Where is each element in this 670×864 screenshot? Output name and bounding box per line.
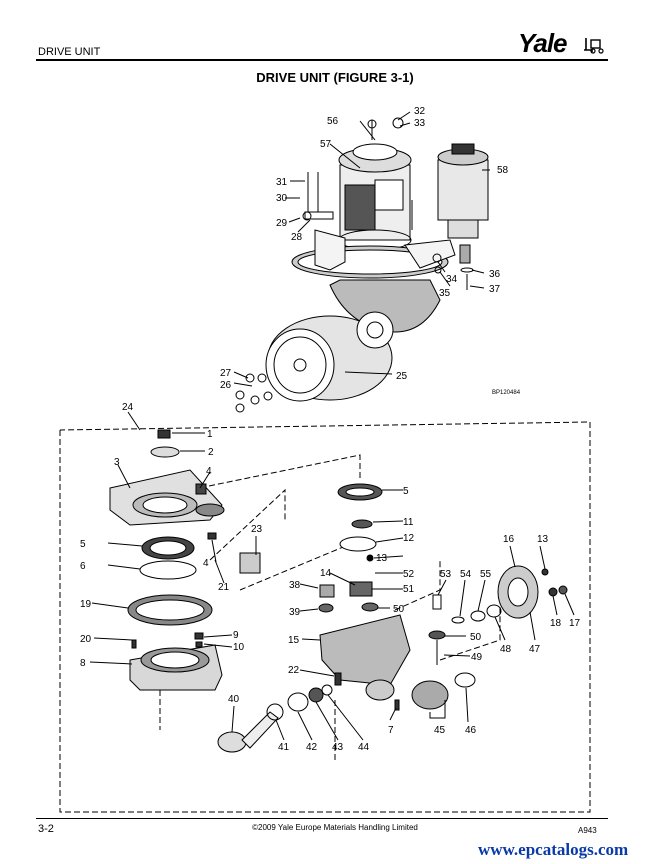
callout-50: 50: [470, 632, 482, 643]
callout-37: 37: [489, 284, 501, 295]
callout-26: 26: [220, 380, 232, 391]
callout-12: 12: [403, 533, 415, 544]
callout-47: 47: [529, 644, 541, 655]
forklift-icon: [584, 38, 604, 54]
callout-2: 2: [208, 447, 214, 458]
callout-32: 32: [414, 106, 426, 117]
callout-31: 31: [276, 177, 288, 188]
callout-53: 53: [440, 569, 452, 580]
callout-3: 3: [114, 457, 120, 468]
callout-43: 43: [332, 742, 344, 753]
callout-4: 4: [203, 558, 209, 569]
image-code: BP120484: [492, 390, 521, 396]
callout-49: 49: [471, 652, 483, 663]
callout-39: 39: [289, 607, 301, 618]
callout-52: 52: [403, 569, 415, 580]
bottom-center-stack: [318, 483, 411, 711]
callout-29: 29: [276, 218, 288, 229]
footer-rule: [36, 818, 608, 819]
callout-16: 16: [503, 534, 515, 545]
callout-20: 20: [80, 634, 92, 645]
callout-15: 15: [288, 635, 300, 646]
callout-34: 34: [446, 274, 458, 285]
callout-10: 10: [233, 642, 245, 653]
callout-40: 40: [228, 694, 240, 705]
callout-11: 11: [403, 517, 414, 528]
callout-48: 48: [500, 644, 512, 655]
callout-1: 1: [207, 429, 213, 440]
callout-17: 17: [569, 618, 581, 629]
callout-19: 19: [80, 599, 92, 610]
callout-38: 38: [289, 580, 301, 591]
callout-58: 58: [497, 165, 509, 176]
callout-50: 50: [393, 604, 405, 615]
page-number: 3-2: [38, 823, 54, 835]
callout-24: 24: [122, 402, 134, 413]
doc-code: A943: [578, 826, 597, 835]
callout-21: 21: [218, 582, 230, 593]
output-shaft: [217, 684, 333, 753]
callout-13: 13: [376, 553, 388, 564]
callout-4: 4: [206, 466, 212, 477]
callout-54: 54: [460, 569, 472, 580]
callout-41: 41: [278, 742, 290, 753]
callout-46: 46: [465, 725, 477, 736]
callout-55: 55: [480, 569, 492, 580]
watermark: www.epcatalogs.com: [478, 840, 629, 859]
callout-36: 36: [489, 269, 501, 280]
callout-35: 35: [439, 288, 451, 299]
callout-18: 18: [550, 618, 562, 629]
motor-58: [437, 143, 489, 264]
callout-45: 45: [434, 725, 446, 736]
bottom-left-stack: [109, 429, 261, 691]
callout-25: 25: [396, 371, 408, 382]
callout-44: 44: [358, 742, 370, 753]
callout-9: 9: [233, 630, 239, 641]
callout-57: 57: [320, 139, 332, 150]
callout-5: 5: [403, 486, 409, 497]
header-rule: [36, 59, 608, 61]
copyright: ©2009 Yale Europe Materials Handling Lim…: [252, 823, 418, 832]
callout-56: 56: [327, 116, 339, 127]
callout-6: 6: [80, 561, 86, 572]
callout-8: 8: [80, 658, 86, 669]
figure-title: DRIVE UNIT (FIGURE 3-1): [256, 70, 414, 85]
callout-22: 22: [288, 665, 300, 676]
callout-51: 51: [403, 584, 415, 595]
callout-33: 33: [414, 118, 426, 129]
callout-23: 23: [251, 524, 263, 535]
wheel-25: [265, 311, 394, 402]
callout-13: 13: [537, 534, 549, 545]
callout-14: 14: [320, 568, 332, 579]
callout-7: 7: [388, 725, 394, 736]
callout-5: 5: [80, 539, 86, 550]
callout-30: 30: [276, 193, 288, 204]
callout-42: 42: [306, 742, 318, 753]
callout-28: 28: [291, 232, 303, 243]
brand-logo: Yale: [518, 28, 568, 58]
bottom-right-stack: [411, 565, 568, 710]
callout-27: 27: [220, 368, 232, 379]
section-title: DRIVE UNIT: [38, 46, 101, 58]
